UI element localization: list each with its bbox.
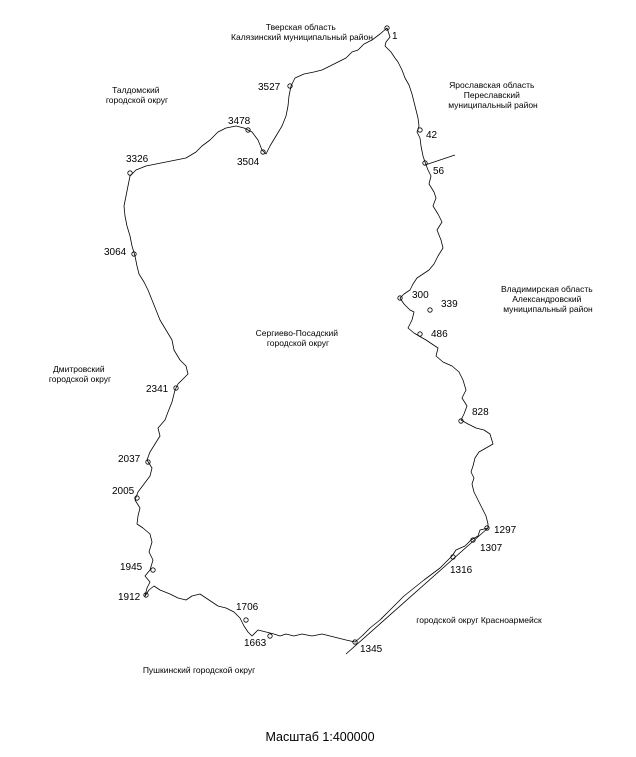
point-label-3064: 3064 <box>104 247 127 258</box>
point-marker-42 <box>417 127 423 133</box>
point-marker-56 <box>422 160 428 166</box>
point-label-1706: 1706 <box>236 602 259 613</box>
point-marker-3326 <box>127 170 133 176</box>
point-marker-828 <box>458 418 464 424</box>
point-marker-1912 <box>143 592 149 598</box>
point-label-1316: 1316 <box>450 565 473 576</box>
point-marker-1945 <box>150 567 156 573</box>
point-marker-3504 <box>260 149 266 155</box>
point-marker-300 <box>397 295 403 301</box>
point-label-1307: 1307 <box>480 543 503 554</box>
region-label-sergiev-posad: Сергиево-Посадский городской округ <box>256 328 341 348</box>
point-marker-1706 <box>243 617 249 623</box>
district-boundary <box>123 27 494 643</box>
region-label-vladimir: Владимирская область Александровский мун… <box>501 284 595 314</box>
point-label-3504: 3504 <box>237 157 260 168</box>
point-marker-3478 <box>245 127 251 133</box>
point-label-1663: 1663 <box>244 638 267 649</box>
point-label-2037: 2037 <box>118 454 141 465</box>
point-marker-2341 <box>173 385 179 391</box>
point-label-300: 300 <box>412 290 429 301</box>
point-marker-339 <box>427 307 433 313</box>
point-label-1945: 1945 <box>120 562 143 573</box>
point-label-3326: 3326 <box>126 154 149 165</box>
point-label-339: 339 <box>441 299 458 310</box>
point-markers <box>127 25 490 645</box>
scale-label: Масштаб 1:400000 <box>265 730 374 744</box>
point-marker-2037 <box>145 459 151 465</box>
point-label-42: 42 <box>426 130 438 141</box>
point-marker-1 <box>384 25 390 31</box>
point-marker-1345 <box>352 639 358 645</box>
point-marker-1316 <box>450 554 456 560</box>
point-marker-3064 <box>131 251 137 257</box>
point-label-1912: 1912 <box>118 592 141 603</box>
point-labels: 1 42 56 300 339 486 828 1297 1307 1316 1… <box>104 31 517 655</box>
region-label-dmitrov: Дмитровский городской округ <box>49 364 111 384</box>
point-marker-1307 <box>470 537 476 543</box>
point-label-3478: 3478 <box>228 116 251 127</box>
boundary-extension-line-56 <box>424 154 456 166</box>
point-label-1: 1 <box>392 31 398 42</box>
point-marker-486 <box>417 331 423 337</box>
region-label-pushkino: Пушкинский городской округ <box>143 665 255 675</box>
point-label-828: 828 <box>472 407 489 418</box>
point-marker-1297 <box>484 525 490 531</box>
region-label-yaroslavl: Ярославская область Переславский муницип… <box>448 80 538 110</box>
point-label-3527: 3527 <box>258 82 281 93</box>
point-label-2341: 2341 <box>146 384 169 395</box>
region-labels: Тверская область Калязинский муниципальн… <box>49 22 595 675</box>
point-marker-3527 <box>287 83 293 89</box>
point-marker-1663 <box>267 633 273 639</box>
point-label-2005: 2005 <box>112 486 135 497</box>
point-label-486: 486 <box>431 329 448 340</box>
point-marker-2005 <box>134 495 140 501</box>
region-label-tver: Тверская область Калязинский муниципальн… <box>231 22 373 42</box>
point-label-1297: 1297 <box>494 525 517 536</box>
region-label-krasnoarmeysk: городской округ Красноармейск <box>416 615 542 625</box>
region-label-taldom: Талдомский городской округ <box>106 85 168 105</box>
boundary-extension-line-krasnoarmeysk <box>345 527 489 655</box>
point-label-56: 56 <box>433 166 445 177</box>
point-label-1345: 1345 <box>360 644 383 655</box>
